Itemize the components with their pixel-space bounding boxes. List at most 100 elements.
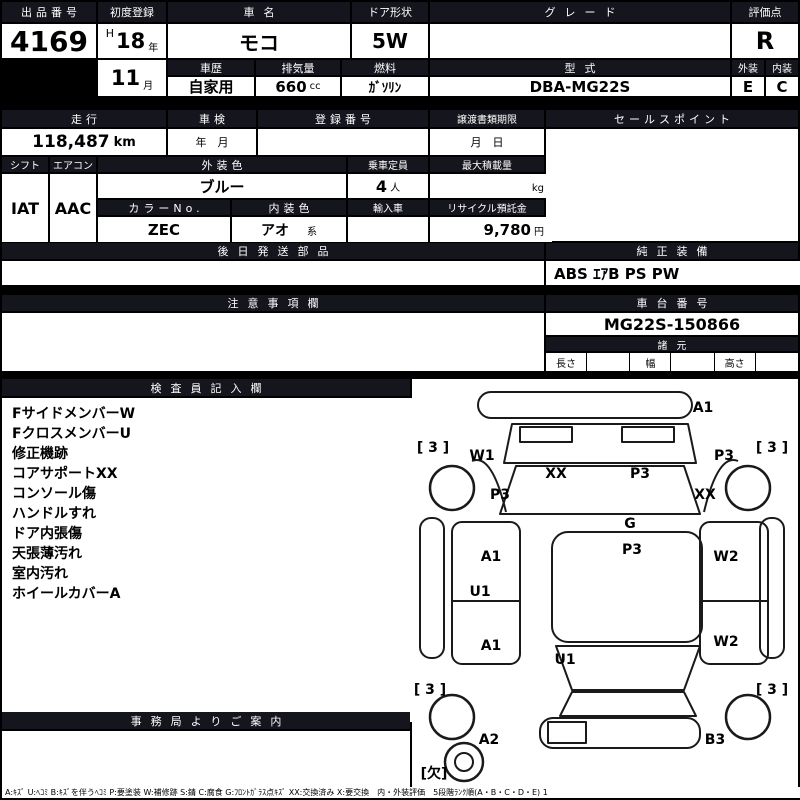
caution-notes-label: 注意事項欄 xyxy=(2,295,544,311)
aircon-value: AAC xyxy=(50,174,96,242)
inspection-note: 室内汚れ xyxy=(12,566,68,582)
damage-marker: [欠] xyxy=(420,766,448,782)
sales-point-label: セールスポイント xyxy=(546,110,798,127)
right-side-panel xyxy=(699,521,769,665)
inspector-section-title: 検査員記入欄 xyxy=(2,379,410,396)
equipment-label: 純正装備 xyxy=(546,243,798,259)
spec-length-value xyxy=(587,353,631,371)
car-diagram-svg xyxy=(419,391,785,783)
damage-marker: P3 xyxy=(621,542,643,558)
front-right-wheel xyxy=(724,464,772,512)
shift-label: シフト xyxy=(2,157,48,172)
displacement-unit: cc xyxy=(309,81,321,92)
fuel-value: ｶﾞｿﾘﾝ xyxy=(342,77,428,96)
spec-width-label: 幅 xyxy=(630,353,672,371)
history-label: 車歴 xyxy=(168,60,254,75)
exterior-grade-value: E xyxy=(732,77,764,96)
registration-number-label: 登録番号 xyxy=(258,110,428,127)
recycle-deposit-label: リサイクル預託金 xyxy=(430,200,544,215)
inspection-note: FサイドメンバーW xyxy=(12,406,136,422)
equipment-value: ABS ｴｱB PS PW xyxy=(546,261,800,285)
inspection-note: 修正機跡 xyxy=(12,446,68,462)
damage-marker: P3 xyxy=(629,466,651,482)
displacement-label: 排気量 xyxy=(256,60,340,75)
displacement-value: 660 cc xyxy=(256,77,340,96)
license-plate-shape xyxy=(547,721,587,744)
fuel-label: 燃料 xyxy=(342,60,428,75)
interior-color-value: アオ 系 xyxy=(232,217,346,242)
damage-marker: [ 3 ] xyxy=(413,682,447,698)
interior-color-label: 内装色 xyxy=(232,200,346,215)
damage-marker: A1 xyxy=(692,400,714,416)
exterior-grade-label: 外装 xyxy=(732,60,764,75)
left-side-panel xyxy=(451,521,521,665)
left-sill-shape xyxy=(419,517,445,659)
damage-marker: A1 xyxy=(480,549,502,565)
month-unit: 月 xyxy=(143,81,154,92)
aircon-label: エアコン xyxy=(50,157,96,172)
damage-marker: W2 xyxy=(713,634,739,650)
first-registration-label: 初度登録 xyxy=(98,2,166,22)
damage-marker: P3 xyxy=(489,487,511,503)
mileage-label: 走行 xyxy=(2,110,166,127)
rear-window-shape xyxy=(555,645,701,691)
windshield-shape xyxy=(499,465,701,515)
registration-number-value xyxy=(258,129,428,155)
chassis-number-value: MG22S-150866 xyxy=(546,313,798,335)
inspection-note: ホイールカバーA xyxy=(12,586,121,602)
cowl-right-shape xyxy=(621,426,675,443)
damage-marker: B3 xyxy=(704,732,726,748)
max-load-unit: kg xyxy=(531,183,544,194)
month-value: 11 xyxy=(110,66,141,90)
recycle-deposit-value: 9,780 円 xyxy=(430,217,552,242)
lot-number-label: 出品番号 xyxy=(2,2,96,22)
damage-marker: G xyxy=(624,516,636,532)
mileage-unit: km xyxy=(113,134,136,150)
right-fender-line xyxy=(703,459,739,513)
inspection-expiry-label: 車検 xyxy=(168,110,256,127)
inspection-note: コアサポートXX xyxy=(12,466,118,482)
spec-label: 諸元 xyxy=(546,337,798,351)
exterior-color-label: 外装色 xyxy=(98,157,346,172)
lot-number-value: 4169 xyxy=(2,24,96,58)
transfer-deadline-value: 月 日 xyxy=(430,129,544,155)
legend-text: A:ｷｽﾞ U:ﾍｺﾐ B:ｷｽﾞを伴うﾍｺﾐ P:要塗装 W:補修跡 S:錆 … xyxy=(2,787,800,798)
damage-marker: [ 3 ] xyxy=(416,440,450,456)
interior-grade-label: 内装 xyxy=(766,60,798,75)
door-shape-value: 5W xyxy=(352,24,428,58)
grade-value xyxy=(430,24,730,58)
grade-label: グレード xyxy=(430,2,730,22)
damage-marker: XX xyxy=(694,487,716,503)
era-mark: H xyxy=(105,27,115,40)
damage-marker: U1 xyxy=(554,652,576,668)
history-value: 自家用 xyxy=(168,77,254,96)
model-code-label: 型式 xyxy=(430,60,730,75)
max-load-label: 最大積載量 xyxy=(430,157,544,172)
later-parts-label: 後日発送部品 xyxy=(2,243,544,259)
damage-marker: [ 3 ] xyxy=(755,440,789,456)
damage-marker: A1 xyxy=(480,638,502,654)
model-code-value: DBA-MG22S xyxy=(430,77,730,96)
inspection-note: ドア内張傷 xyxy=(12,526,82,542)
damage-marker: W1 xyxy=(469,448,495,464)
transfer-deadline-label: 譲渡書類期限 xyxy=(430,110,544,127)
recycle-amount: 9,780 xyxy=(483,220,531,239)
spare-tire-inner xyxy=(454,752,474,772)
mileage-value: 118,487 km xyxy=(2,129,166,155)
spec-row: 長さ 幅 高さ xyxy=(546,353,798,371)
inspection-note: 天張薄汚れ xyxy=(12,546,82,562)
roof-shape xyxy=(551,531,703,643)
car-name-label: 車名 xyxy=(168,2,350,22)
recycle-unit: 円 xyxy=(534,227,544,238)
rear-bumper-shape xyxy=(539,717,701,749)
import-car-label: 輸入車 xyxy=(348,200,428,215)
hood-shape xyxy=(503,423,697,464)
import-car-value xyxy=(348,217,428,242)
damage-marker: XX xyxy=(545,466,567,482)
inspection-note: ハンドルすれ xyxy=(12,506,96,522)
caution-notes-box xyxy=(2,313,544,371)
mileage-number: 118,487 xyxy=(32,132,110,152)
